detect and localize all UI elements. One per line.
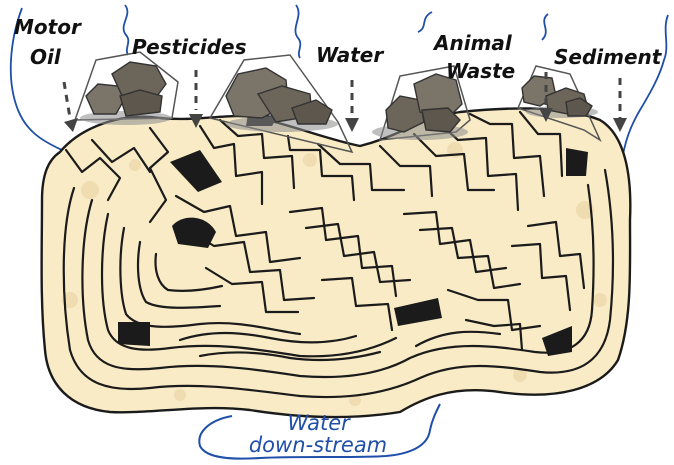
soil-spot (303, 153, 317, 167)
arrow-motor-oil (64, 82, 70, 118)
water-squiggle-3 (418, 12, 432, 32)
rock (120, 90, 162, 116)
water-squiggle-2 (295, 5, 300, 58)
label-motor-oil-line-2: Oil (30, 45, 62, 69)
label-motor-oil-line-1: Motor (14, 15, 82, 39)
label-animal-waste-line-2: Waste (446, 59, 515, 83)
soil-spot (129, 159, 141, 171)
label-water-downstream-line-1: Water (288, 411, 352, 435)
label-sediment: Sediment (554, 45, 663, 69)
label-animal-waste-line-1: Animal (432, 31, 513, 55)
label-animal-waste: Animal Waste (432, 31, 519, 83)
label-pesticides: Pesticides (132, 35, 247, 59)
label-water: Water (316, 43, 384, 67)
arrow-head (64, 118, 78, 132)
arrow-head (345, 118, 359, 132)
water-squiggle-4 (542, 14, 548, 40)
soil-spot (81, 181, 99, 199)
label-motor-oil: Motor Oil (14, 15, 88, 69)
arrow-head (613, 118, 627, 132)
rock (566, 98, 592, 116)
label-water-downstream-line-2: down-stream (249, 433, 387, 457)
soil-spot (593, 293, 607, 307)
water-line-right (620, 15, 668, 178)
maze-void (566, 148, 588, 176)
water-squiggle-1 (124, 5, 129, 55)
soil-spot (174, 389, 186, 401)
label-water-downstream: Water down-stream (249, 411, 387, 457)
